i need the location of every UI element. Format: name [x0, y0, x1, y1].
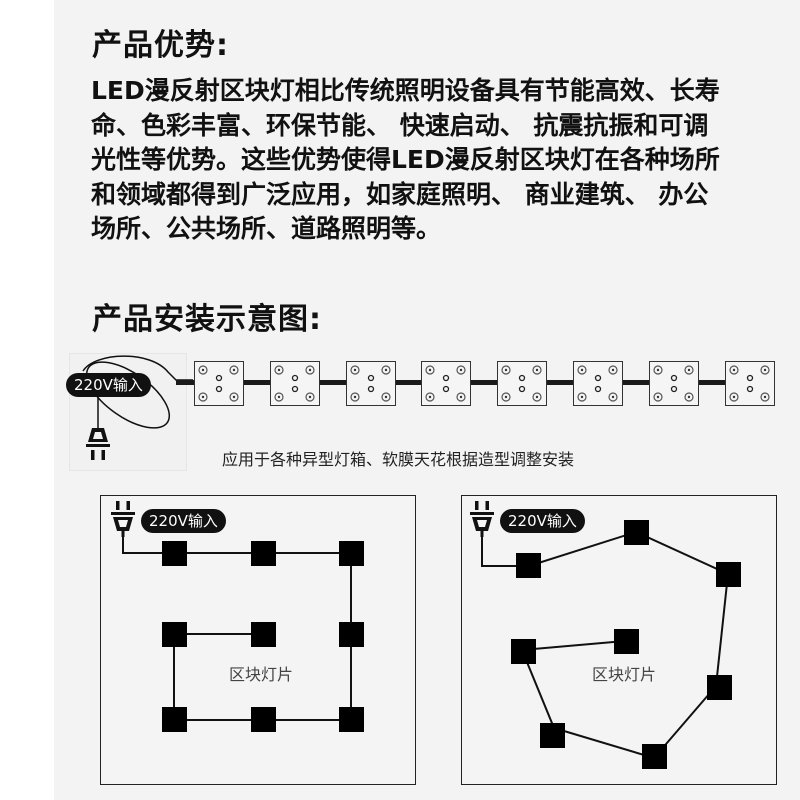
paragraph-line: LED漫反射区块灯相比传统照明设备具有节能高效、长寿 — [91, 76, 720, 105]
led-module-icon — [577, 365, 618, 402]
paragraph-line: 光性等优势。这些优势使得LED漫反射区块灯在各种场所 — [91, 145, 720, 174]
led-module-icon — [728, 365, 770, 402]
led-module-icon — [501, 365, 542, 402]
plug-icon — [86, 428, 110, 460]
rectangular-wiring — [122, 536, 364, 732]
led-module — [573, 361, 623, 406]
led-module — [648, 361, 699, 406]
led-module — [269, 361, 320, 406]
led-module — [497, 361, 548, 406]
installation-title: 产品安装示意图: — [92, 302, 322, 337]
panel-irregular-layout: 220V输入 区块灯片 — [461, 495, 777, 785]
led-module — [421, 361, 472, 406]
irregular-wiring — [481, 520, 741, 769]
input-label-pill: 220V输入 — [66, 373, 151, 397]
led-module — [345, 361, 396, 406]
led-module-icon — [198, 365, 239, 402]
led-module-icon — [425, 365, 466, 402]
strip-caption: 应用于各种异型灯箱、软膜天花根据造型调整安装 — [222, 450, 575, 469]
led-module — [194, 361, 244, 406]
panel-rectangular-layout: 220V输入 区块灯片 — [100, 495, 416, 785]
advantages-paragraph: LED漫反射区块灯相比传统照明设备具有节能高效、长寿 命、色彩丰富、环保节能、 … — [91, 74, 771, 247]
led-module — [724, 361, 775, 406]
input-label-pill: 220V输入 — [141, 509, 226, 533]
led-module-icon — [274, 365, 315, 402]
advantages-title: 产品优势: — [92, 28, 229, 63]
plug-icon — [470, 501, 494, 537]
left-margin — [0, 0, 54, 800]
center-label: 区块灯片 — [592, 665, 657, 684]
paragraph-line: 场所、公共场所、道路照明等。 — [91, 214, 442, 243]
led-module-icon — [653, 365, 694, 402]
paragraph-line: 和领域都得到广泛应用，如家庭照明、 商业建筑、 办公 — [91, 179, 709, 209]
paragraph-line: 命、色彩丰富、环保节能、 快速启动、 抗震抗振和可调 — [91, 110, 709, 140]
input-label-pill: 220V输入 — [500, 509, 585, 533]
led-module-icon — [349, 365, 391, 402]
power-input-box — [69, 353, 187, 471]
plug-icon — [111, 501, 135, 537]
center-label: 区块灯片 — [229, 665, 294, 684]
